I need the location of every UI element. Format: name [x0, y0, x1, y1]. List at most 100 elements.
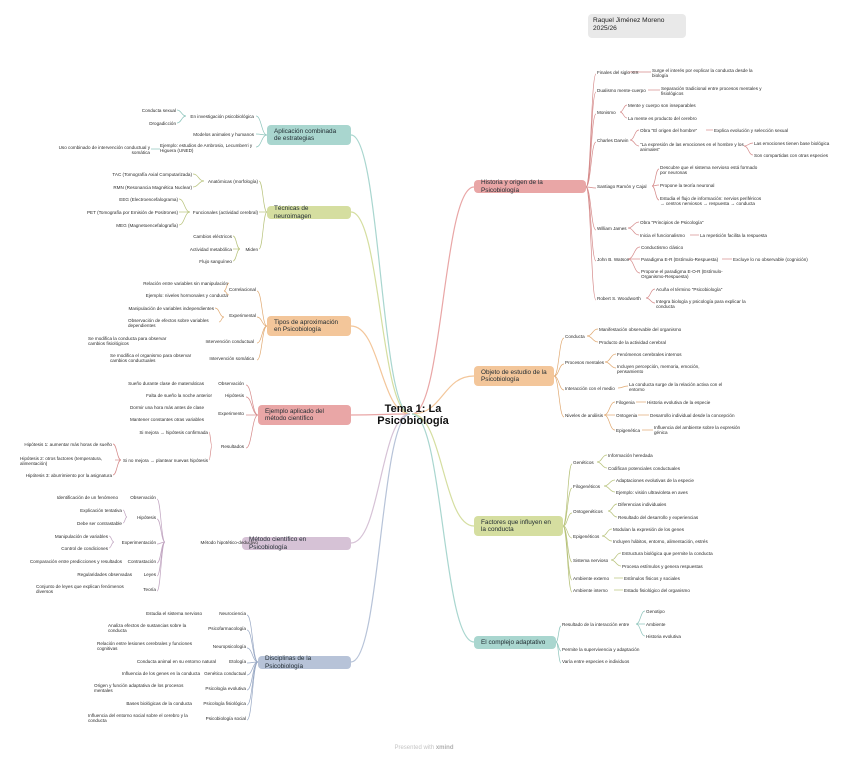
node-conducta-b[interactable]: Producto de la actividad cerebral — [599, 340, 666, 345]
node-james[interactable]: William James — [597, 226, 627, 231]
node-relacion[interactable]: Relación entre variables sin manipulació… — [143, 281, 228, 286]
node-sistema-b[interactable]: Procesa estímulos y genera respuestas — [622, 564, 703, 569]
central-topic[interactable]: Tema 1: La Psicobiología — [377, 403, 449, 427]
node-darwin[interactable]: Charles Darwin — [597, 138, 629, 143]
node-interaccion-a[interactable]: La conducta surge de la relación activa … — [629, 382, 723, 393]
node-observacion-vd[interactable]: Observación de efectos sobre variables d… — [128, 318, 209, 329]
node-conducta-sexual[interactable]: Conducta sexual — [141, 108, 176, 113]
node-ontogenia-d[interactable]: Desarrollo individual desde la concepció… — [650, 413, 735, 418]
node-miden[interactable]: Miden — [245, 247, 258, 252]
node-modifica-organismo[interactable]: Se modifica el organismo para observar c… — [110, 353, 192, 364]
node-experimental[interactable]: Experimental — [229, 313, 256, 318]
node-epigeneticos[interactable]: Epigenéticos — [573, 534, 600, 539]
node-niveles[interactable]: Niveles de análisis — [565, 413, 604, 418]
node-tac[interactable]: TAC (Tomografía Axial Computarizada) — [112, 172, 192, 177]
node-m-regularidades[interactable]: Regularidades observadas — [77, 572, 132, 577]
node-dualismo[interactable]: Dualismo mente-cuerpo — [597, 88, 646, 93]
node-psicofarmaco-d[interactable]: Analiza efectos de sustancias sobre la c… — [108, 623, 187, 634]
node-genetica-d[interactable]: Influencia de los genes en la conducta — [121, 671, 200, 676]
node-epigeneticos-a[interactable]: Modulan la expresión de los genes — [613, 527, 684, 532]
node-watson[interactable]: John B. Watson — [597, 257, 630, 262]
node-hipotetico[interactable]: Método hipotético-deductivo — [200, 540, 258, 545]
node-interno-d[interactable]: Estado fisiológico del organismo — [624, 588, 690, 593]
node-m-teoria[interactable]: Teoría — [143, 587, 156, 592]
node-int-somatica[interactable]: Intervención somática — [209, 356, 254, 361]
node-ej-obs-d[interactable]: Sueño durante clase de matemáticas — [128, 381, 204, 386]
node-meg[interactable]: MEG (Magnetoencefalografía) — [116, 223, 178, 228]
node-resultado[interactable]: Resultado de la interacción entre — [562, 622, 630, 627]
node-m-manipulacion[interactable]: Manipulación de variables — [54, 534, 108, 539]
node-watson-a[interactable]: Conductismo clásico — [641, 245, 684, 250]
node-woodworth-b[interactable]: Integra biología y psicología para expli… — [656, 299, 746, 310]
node-evolutiva-d[interactable]: Origen y función adaptativa de los proce… — [94, 683, 184, 694]
node-james-b[interactable]: Inicia el funcionalismo — [640, 233, 685, 238]
node-woodworth-a[interactable]: Acuña el término "Psicobiología" — [656, 287, 723, 292]
node-ej-hipotesis[interactable]: Hipótesis — [225, 393, 244, 398]
node-externo-d[interactable]: Estímulos físicos y sociales — [624, 576, 680, 581]
node-filogeneticos[interactable]: Filogenéticos — [573, 484, 601, 489]
node-filogenia-d[interactable]: Historia evolutiva de la especie — [647, 400, 711, 405]
node-conducta[interactable]: Conducta — [565, 334, 585, 339]
node-pet[interactable]: PET (Tomografía por Emisión de Positrone… — [86, 210, 178, 215]
node-modelos[interactable]: Modelos animales y humanos — [193, 132, 254, 137]
topic-objeto[interactable]: Objeto de estudio de la Psicobiología — [474, 366, 554, 386]
node-ejemplo-uned[interactable]: Ejemplo: estudios de Ambrosio, Lecumberr… — [160, 143, 253, 154]
node-funcionales[interactable]: Funcionales (actividad cerebral) — [192, 210, 258, 215]
node-actividad[interactable]: Actividad metabólica — [189, 247, 232, 252]
node-modifica-conducta[interactable]: Se modifica la conducta para observar ca… — [88, 336, 167, 347]
node-ontogeneticos[interactable]: Ontogenéticos — [573, 509, 603, 514]
topic-disciplinas[interactable]: Disciplinas de la Psicobiología — [258, 655, 351, 670]
node-cajal-c[interactable]: Estudia el flujo de información: nervios… — [660, 196, 762, 207]
node-ej-resultados[interactable]: Resultados — [221, 444, 244, 449]
node-m-experimentacion[interactable]: Experimentación — [121, 540, 156, 545]
node-james-b1[interactable]: La repetición facilita la respuesta — [700, 233, 767, 238]
node-ej-no-mejora[interactable]: Si no mejora → plantear nuevas hipótesis — [122, 458, 208, 463]
node-procesos[interactable]: Procesos mentales — [565, 360, 605, 365]
node-flujo[interactable]: Flujo sanguíneo — [199, 259, 232, 264]
topic-complejo[interactable]: El complejo adaptativo — [474, 636, 556, 649]
node-geneticos[interactable]: Genéticos — [573, 460, 594, 465]
node-cajal-b[interactable]: Propone la teoría neuronal — [660, 183, 715, 188]
node-ontogeneticos-b[interactable]: Resultado del desarrollo y experiencias — [618, 515, 699, 520]
node-neurociencia-d[interactable]: Estudia el sistema nervioso — [146, 611, 202, 616]
node-m-explicacion[interactable]: Explicación tentativa — [80, 508, 122, 513]
node-drogadiccion[interactable]: Drogadicción — [149, 121, 176, 126]
node-permite[interactable]: Permite la supervivencia y adaptación — [562, 647, 640, 652]
node-fisiologica-d[interactable]: Bases biológicas de la conducta — [126, 701, 192, 706]
node-m-contrastable[interactable]: Debe ser contrastable — [77, 521, 122, 526]
node-dualismo-desc[interactable]: Separación tradicional entre procesos me… — [661, 86, 762, 97]
node-darwin-b1[interactable]: Las emociones tienen base biológica — [754, 141, 830, 146]
node-neuropsico-d[interactable]: Relación entre lesiones cerebrales y fun… — [97, 641, 192, 652]
node-ontogenia[interactable]: Ontogenia — [616, 413, 638, 418]
node-epigeneticos-b[interactable]: Incluyen hábitos, entorno, alimentación,… — [613, 539, 708, 544]
node-fisiologica[interactable]: Psicología fisiológica — [203, 701, 246, 706]
node-eeg[interactable]: EEG (Electroencefalograma) — [119, 197, 178, 202]
node-neuropsico[interactable]: Neuropsicología — [212, 644, 246, 649]
node-rmn[interactable]: RMN (Resonancia Magnética Nuclear) — [113, 185, 192, 190]
node-ej-exp-b[interactable]: Mantener constantes otras variables — [129, 417, 204, 422]
node-ej-experimento[interactable]: Experimento — [218, 411, 244, 416]
node-m-contrastacion[interactable]: Contrastación — [127, 559, 156, 564]
node-geneticos-a[interactable]: Información heredada — [608, 453, 653, 458]
node-correlacional[interactable]: Correlacional — [228, 287, 256, 292]
node-m-hipotesis[interactable]: Hipótesis — [137, 515, 156, 520]
node-procesos-a[interactable]: Fenómenos cerebrales internos — [617, 352, 682, 357]
node-siglo[interactable]: Finales del siglo XIX — [597, 70, 639, 75]
node-etologia-d[interactable]: Conducta animal en su entorno natural — [136, 659, 216, 664]
node-anatomicas[interactable]: Anatómicas (morfología) — [207, 179, 258, 184]
node-darwin-a[interactable]: Obra "El origen del hombre" — [640, 128, 698, 133]
node-int-conductual[interactable]: Intervención conductual — [205, 339, 254, 344]
topic-factores[interactable]: Factores que influyen en la conducta — [474, 516, 563, 536]
node-monismo-a[interactable]: Mente y cuerpo son inseparables — [628, 103, 696, 108]
node-siglo-desc[interactable]: Surge el interés por explicar la conduct… — [652, 68, 753, 79]
topic-tipos[interactable]: Tipos de aproximación en Psicobiología — [267, 316, 351, 336]
topic-aplicacion[interactable]: Aplicación combinada de estrategias — [267, 125, 351, 145]
node-evolutiva[interactable]: Psicología evolutiva — [205, 686, 246, 691]
node-monismo-b[interactable]: La mente es producto del cerebro — [628, 116, 697, 121]
node-varia[interactable]: Varía entre especies e individuos — [562, 659, 630, 664]
node-neurociencia[interactable]: Neurociencia — [219, 611, 246, 616]
node-m-control[interactable]: Control de condiciones — [61, 546, 108, 551]
node-etologia[interactable]: Etología — [229, 659, 246, 664]
node-niveles-hormonales[interactable]: Ejemplo: niveles hormonales y conducta — [145, 293, 228, 298]
topic-historia[interactable]: Historia y origen de la Psicobiología — [474, 179, 586, 194]
